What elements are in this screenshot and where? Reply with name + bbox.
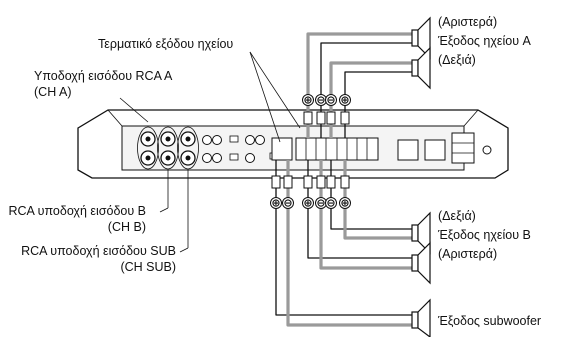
subwoofer-speaker-icon xyxy=(411,298,431,337)
speaker-a-left-label: (Αριστερά) xyxy=(438,15,497,29)
speaker-b-right-label: (Δεξιά) xyxy=(438,209,476,223)
plus-icon: ⊕ xyxy=(271,197,280,210)
speaker-terminal-label: Τερματικό εξόδου ηχείου xyxy=(98,37,233,51)
plus-icon: ⊕ xyxy=(340,197,349,210)
speaker-b-title: Έξοδος ηχείου B xyxy=(437,228,531,242)
rca-b-label: RCA υποδοχή εισόδου B xyxy=(8,204,146,218)
minus-icon: ⊖ xyxy=(283,197,292,210)
minus-icon: ⊖ xyxy=(326,197,335,210)
plus-icon: ⊕ xyxy=(303,197,312,210)
plus-icon: ⊕ xyxy=(340,94,349,107)
power-terminals xyxy=(397,132,492,164)
speaker-b-left-label: (Αριστερά) xyxy=(438,247,497,261)
minus-icon: ⊖ xyxy=(316,94,325,107)
plus-icon: ⊕ xyxy=(303,94,312,107)
speaker-a-title: Έξοδος ηχείου A xyxy=(437,34,532,48)
rca-sub-channel-label: (CH SUB) xyxy=(120,260,176,274)
rca-b-channel-label: (CH B) xyxy=(108,220,146,234)
rca-a-label: Υποδοχή εισόδου RCA A xyxy=(34,69,173,83)
speaker-a-right-icon xyxy=(411,46,431,90)
labels: Τερματικό εξόδου ηχείου Υποδοχή εισόδου … xyxy=(8,15,541,328)
minus-icon: ⊖ xyxy=(326,94,335,107)
rca-sub-label: RCA υποδοχή εισόδου SUB xyxy=(21,244,176,258)
polarity-symbols: ⊕ ⊖ ⊖ ⊕ ⊕ ⊖ ⊕ ⊖ ⊖ ⊕ xyxy=(270,94,351,210)
speaker-b-left-icon xyxy=(411,241,431,285)
rca-a-channel-label: (CH A) xyxy=(34,85,72,99)
rca-input-jacks xyxy=(137,126,199,170)
speaker-terminal-block xyxy=(271,137,379,161)
subwoofer-label: Έξοδος subwoofer xyxy=(437,314,541,328)
leader-lines xyxy=(119,51,301,253)
wire-plugs xyxy=(271,111,350,189)
minus-icon: ⊖ xyxy=(316,197,325,210)
speaker-a-left-icon xyxy=(411,16,431,60)
speaker-a-right-label: (Δεξιά) xyxy=(438,53,476,67)
